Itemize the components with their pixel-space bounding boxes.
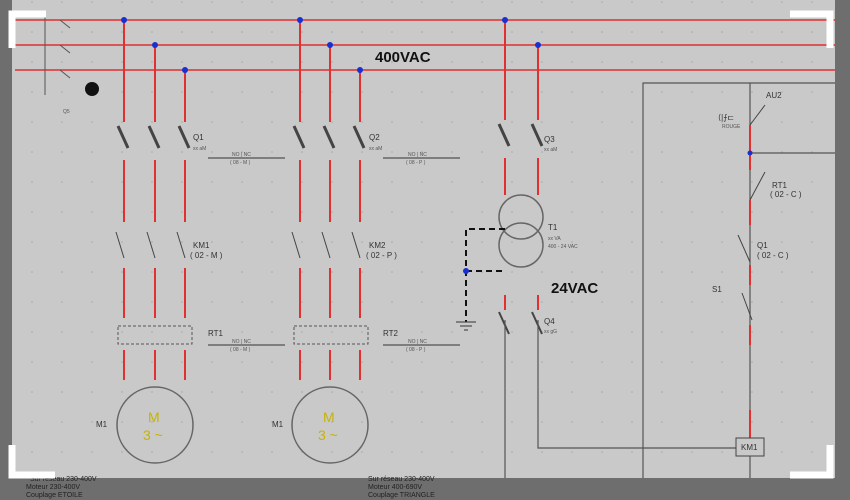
contactor-km1-ref: ( 02 - M )	[190, 251, 223, 260]
pushbutton-s1-label: S1	[712, 285, 722, 294]
contactor-km1-label: KM1	[193, 241, 210, 250]
junction-node	[152, 42, 158, 48]
junction-node	[357, 67, 363, 73]
motor-2-symbol: M	[323, 409, 335, 425]
junction-node	[121, 17, 127, 23]
fuse-icon	[322, 125, 336, 149]
transformer-label: T1	[548, 223, 558, 232]
contact-icon	[351, 231, 361, 259]
transformer-t1	[498, 194, 544, 268]
control-rt1-label: RT1	[772, 181, 788, 190]
ground-icon	[456, 321, 476, 331]
junction-node	[182, 67, 188, 73]
voltage-main-label: 400VAC	[375, 49, 431, 66]
footer-right-line1: Sur réseau 230-400V	[368, 476, 435, 483]
contact-icon	[115, 231, 125, 259]
contact-icon	[146, 231, 156, 259]
breaker-q4-label: Q4	[544, 317, 555, 326]
estop-button-icon: ⟨|⨍⊏	[718, 113, 734, 122]
control-rt1-ref: ( 02 - C )	[770, 190, 802, 199]
relay-rt1	[117, 325, 193, 345]
footer-left-line3: Couplage ETOILE	[26, 492, 83, 499]
coil-km1	[735, 437, 765, 457]
transformer-power: xx VA	[548, 236, 561, 242]
contactor-km2-label: KM2	[369, 241, 386, 250]
ground-wire	[465, 228, 505, 322]
fuse-icon	[147, 125, 161, 149]
fuse-icon	[177, 125, 191, 149]
breaker-q2-ref: ( 08 - P )	[406, 160, 426, 166]
motor-1-symbol: M	[148, 409, 160, 425]
switch-handle-icon	[85, 82, 99, 96]
breaker-q2-label: Q2	[369, 133, 380, 142]
junction-node	[535, 42, 541, 48]
control-contacts	[737, 104, 766, 321]
fuse-icon	[116, 125, 130, 149]
junction-node	[502, 17, 508, 23]
breaker-q3-rating: xx aM	[544, 147, 557, 153]
footer-left-line1: Sur réseau 230-400V	[30, 476, 97, 483]
relay-rt1-ref: ( 08 - M )	[230, 347, 251, 353]
viewfinder-corners	[8, 10, 834, 479]
fuse-icon	[352, 125, 366, 149]
junction-node	[297, 17, 303, 23]
relay-rt2	[293, 325, 369, 345]
breaker-q1-ref: ( 08 - M )	[230, 160, 251, 166]
breaker-q2-contacts: NO | NC	[408, 152, 427, 158]
motor-2-tag: M1	[272, 420, 284, 429]
coil-km1-label: KM1	[741, 443, 758, 452]
estop-label: AU2	[766, 91, 782, 100]
motor-2: M 3 ~ M1	[272, 386, 369, 464]
breaker-q1-contacts: NO | NC	[232, 152, 251, 158]
estop-color: ROUGE	[722, 124, 741, 130]
fuse-icon	[531, 311, 543, 335]
breaker-q2-rating: xx aM	[369, 146, 382, 152]
fuse-icon	[292, 125, 306, 149]
fuse-icon	[530, 123, 544, 147]
transformer-ratio: 400 - 24 VAC	[548, 244, 578, 250]
footer-right-line3: Couplage TRIANGLE	[368, 492, 435, 499]
relay-rt2-ref: ( 08 - P )	[406, 347, 426, 353]
motor-2-phase: 3 ~	[318, 427, 338, 443]
power-bus	[15, 19, 835, 71]
motor-1-tag: M1	[96, 420, 108, 429]
breaker-q4-rating: xx gG	[544, 329, 557, 335]
contactor-km2-ref: ( 02 - P )	[366, 251, 397, 260]
fuse-icon	[498, 311, 510, 335]
breaker-q1-rating: xx aM	[193, 146, 206, 152]
power-conductors	[115, 20, 544, 380]
main-switch-label: Q5	[63, 109, 70, 115]
relay-rt2-label: RT2	[383, 329, 399, 338]
breaker-q3-label: Q3	[544, 135, 555, 144]
relay-rt1-contacts: NO | NC	[232, 339, 251, 345]
breaker-q1-label: Q1	[193, 133, 204, 142]
contact-icon	[176, 231, 186, 259]
control-q1-ref: ( 02 - C )	[757, 251, 789, 260]
footer-right-line2: Moteur 400-690V	[368, 484, 422, 491]
motor-1-phase: 3 ~	[143, 427, 163, 443]
voltage-control-label: 24VAC	[551, 280, 598, 297]
footer-left-line2: Moteur 230-400V	[26, 484, 80, 491]
junction-node	[327, 42, 333, 48]
contact-icon	[291, 231, 301, 259]
relay-rt1-label: RT1	[208, 329, 224, 338]
relay-rt2-contacts: NO | NC	[408, 339, 427, 345]
motor-1: M 3 ~ M1	[96, 386, 194, 464]
fuse-icon	[497, 123, 511, 147]
main-switch	[44, 15, 71, 95]
control-q1-label: Q1	[757, 241, 768, 250]
contact-icon	[321, 231, 331, 259]
